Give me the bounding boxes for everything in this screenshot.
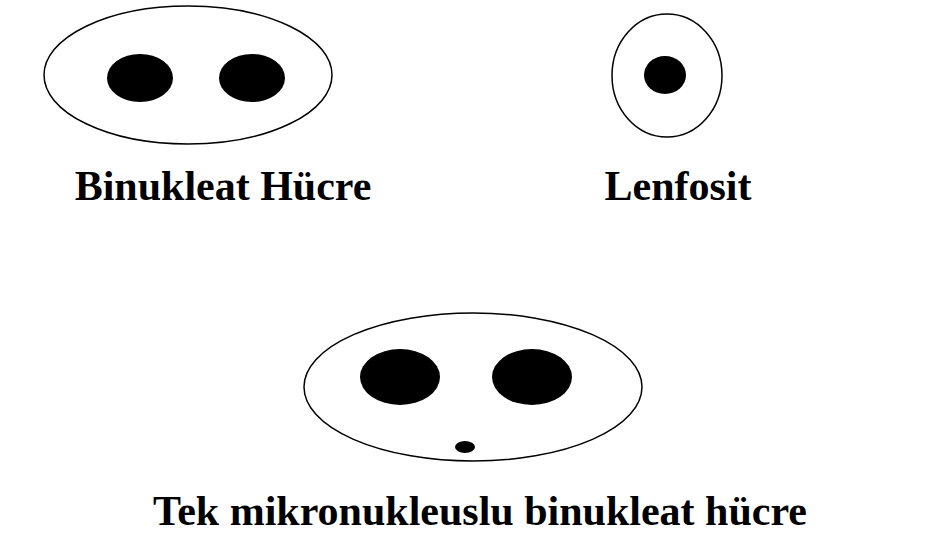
cell-label: Binukleat Hücre (75, 162, 372, 210)
nucleus (360, 349, 440, 405)
cell-label: Lenfosit (605, 162, 752, 210)
cell-node: Lenfosit (611, 13, 723, 138)
cell-outline (303, 312, 643, 462)
cell-membrane (304, 313, 642, 461)
cell-outline (43, 5, 333, 145)
cell-node: Tek mikronukleuslu binukleat hücre (303, 312, 643, 462)
nucleus (107, 54, 173, 102)
nucleus (492, 349, 572, 405)
cell-outline (611, 13, 723, 138)
nucleus (219, 54, 285, 102)
cell-label: Tek mikronukleuslu binukleat hücre (153, 487, 807, 535)
cell-membrane (612, 14, 722, 137)
cell-node: Binukleat Hücre (43, 5, 333, 145)
cell-membrane (44, 6, 332, 144)
nucleus (455, 441, 475, 453)
nucleus (644, 56, 686, 94)
